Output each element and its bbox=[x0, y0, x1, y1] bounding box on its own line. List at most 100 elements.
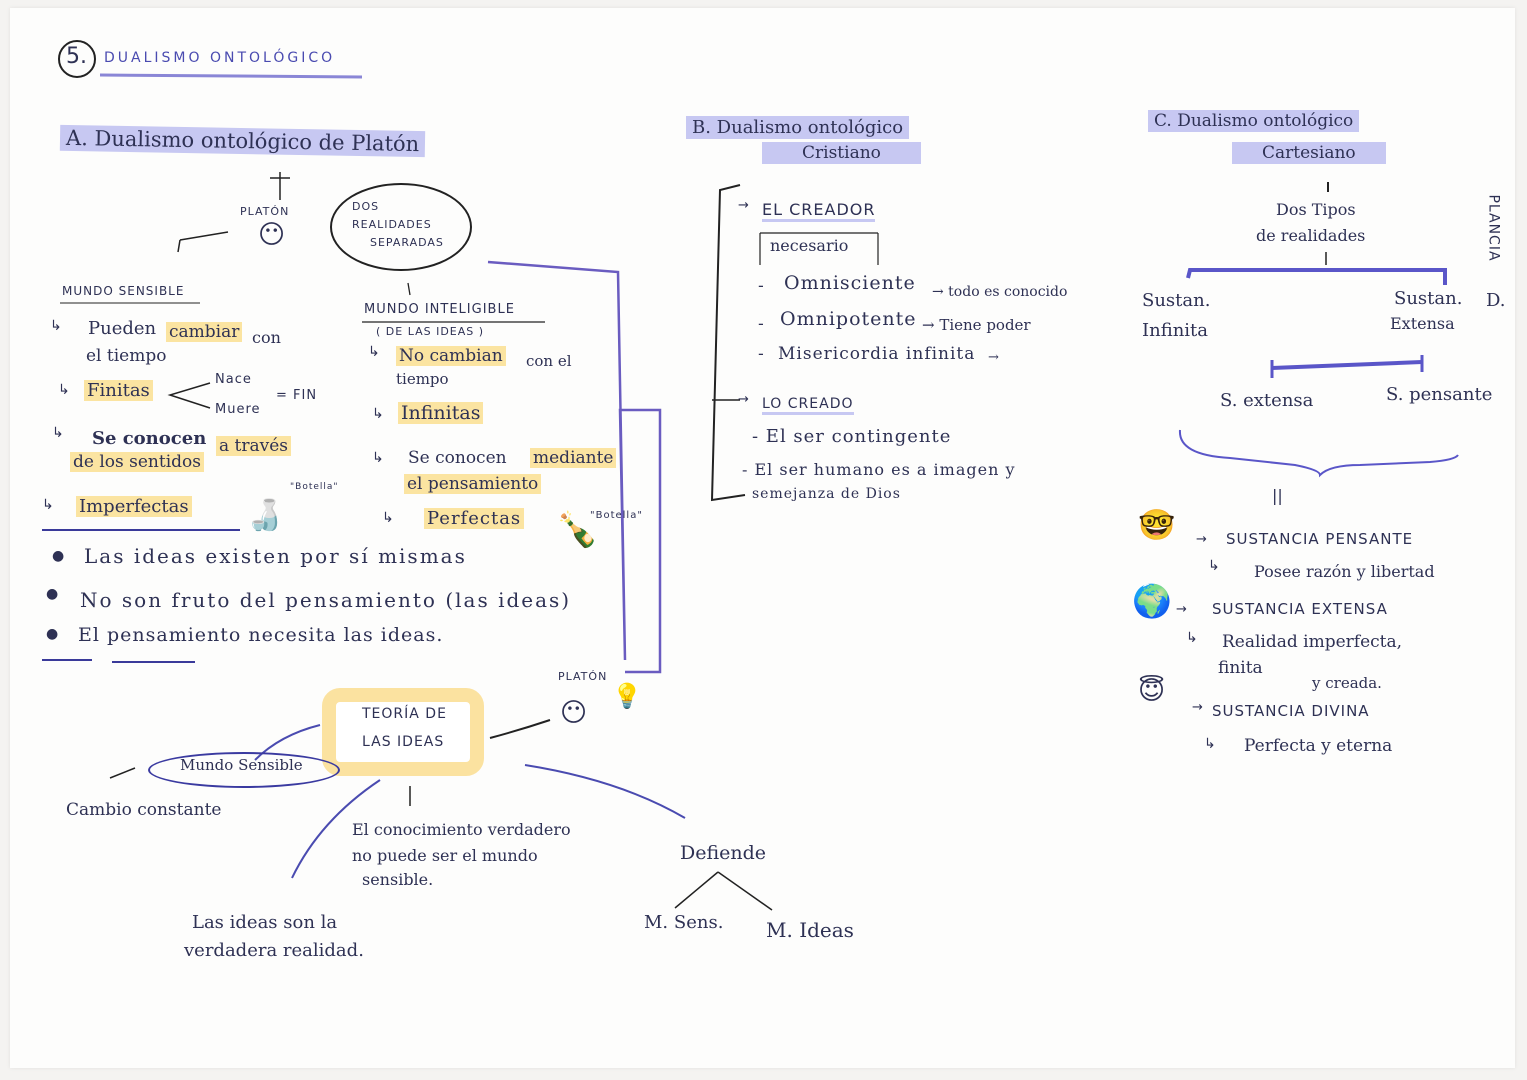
ms-item3-a: Se conocen bbox=[92, 428, 207, 449]
side-d: D. bbox=[1486, 290, 1506, 311]
divina-desc: Perfecta y eterna bbox=[1244, 736, 1393, 756]
bullet-1: Las ideas existen por sí mismas bbox=[84, 544, 467, 568]
teoria-line-1: TEORÍA DE bbox=[362, 706, 447, 722]
green-bottle-icon: 🍾 bbox=[556, 510, 599, 550]
equals-sign: || bbox=[1272, 486, 1283, 505]
ms-item1-a: Pueden bbox=[88, 318, 157, 339]
sustan-infinita-1: Sustan. bbox=[1142, 290, 1211, 311]
b-item-3-note: → bbox=[988, 350, 999, 365]
mi-item3-b: mediante bbox=[530, 448, 617, 468]
m-ideas: M. Ideas bbox=[766, 918, 854, 942]
arrow-left-sensible bbox=[179, 231, 229, 241]
ms-item1-b: cambiar bbox=[166, 322, 243, 342]
defiende: Defiende bbox=[680, 842, 767, 864]
bullet-2: No son fruto del pensamiento (las ideas) bbox=[80, 588, 572, 612]
mi-item3-a: Se conocen bbox=[408, 448, 507, 468]
m-sens: M. Sens. bbox=[644, 912, 724, 933]
ms-item2: Finitas bbox=[84, 380, 153, 401]
pensante-desc: Posee razón y libertad bbox=[1254, 562, 1435, 581]
teoria-burst bbox=[322, 688, 484, 776]
b-item-1-label: Omnisciente bbox=[784, 272, 916, 294]
b-item-1-note: → todo es conocido bbox=[932, 284, 1068, 300]
divina-title: SUSTANCIA DIVINA bbox=[1212, 702, 1370, 720]
creador: EL CREADOR bbox=[762, 200, 876, 222]
bottles-icon: 🍶 bbox=[246, 498, 284, 533]
section-b-bracket bbox=[710, 184, 746, 502]
mi-item4: Perfectas bbox=[424, 508, 525, 529]
ideas-realidad-line-2: verdadera realidad. bbox=[184, 940, 364, 961]
tree-c-top bbox=[1186, 268, 1447, 285]
conocimiento-line-1: El conocimiento verdadero bbox=[352, 820, 571, 839]
tree-c-bottom bbox=[1271, 360, 1423, 370]
curly-brace bbox=[1178, 429, 1459, 478]
title-underline bbox=[99, 73, 363, 79]
bubble-line-3: SEPARADAS bbox=[370, 236, 444, 249]
conocimiento-line-2: no puede ser el mundo bbox=[352, 846, 538, 865]
mi-bottle-label: "Botella" bbox=[590, 510, 643, 521]
s-extensa: S. extensa bbox=[1220, 390, 1314, 411]
mi-item3-c: el pensamiento bbox=[404, 474, 542, 494]
ms-bottle-label: "Botella" bbox=[290, 482, 339, 492]
platon-face-icon-2: 😶 bbox=[560, 698, 588, 728]
bubble-line-1: DOS bbox=[352, 200, 380, 213]
section-b-heading-2: Cristiano bbox=[762, 142, 921, 164]
b-creado-1: - El ser contingente bbox=[752, 426, 952, 447]
mi-item1-b: con el bbox=[526, 352, 572, 370]
mi-item1-c: tiempo bbox=[396, 370, 449, 388]
necesario: necesario bbox=[770, 236, 849, 255]
section-b-heading-1: B. Dualismo ontológico bbox=[686, 116, 910, 139]
mi-item1-a: No cambian bbox=[396, 346, 506, 366]
section-c-heading-1: C. Dualismo ontológico bbox=[1148, 110, 1360, 132]
creado: LO CREADO bbox=[762, 396, 854, 415]
conocimiento-line-3: sensible. bbox=[362, 870, 434, 889]
b-item-2-label: Omnipotente bbox=[780, 308, 917, 330]
extensa-title: SUSTANCIA EXTENSA bbox=[1212, 600, 1388, 618]
page-title: DUALISMO ONTOLÓGICO bbox=[104, 50, 336, 66]
ms-item3-c: de los sentidos bbox=[70, 452, 204, 472]
angel-halo-icon: 😇 bbox=[1138, 676, 1166, 706]
b-item-3-label: Misericordia infinita bbox=[778, 344, 976, 364]
extensa-desc-2: finita bbox=[1218, 658, 1263, 678]
b-creado-2: - El ser humano es a imagen y bbox=[742, 460, 1016, 479]
sustan-infinita-2: Infinita bbox=[1142, 320, 1209, 341]
finitas-brace bbox=[167, 382, 211, 409]
ms-muere: Muere bbox=[215, 402, 261, 417]
dos-tipos-1: Dos Tipos bbox=[1276, 200, 1356, 219]
notebook-sheet bbox=[10, 8, 1515, 1068]
purple-bracket bbox=[487, 260, 662, 674]
arrow-ideas-realidad bbox=[291, 779, 381, 879]
earth-icon: 🌍 bbox=[1132, 582, 1172, 620]
bullet-3: El pensamiento necesita las ideas. bbox=[78, 624, 444, 646]
thinking-face-icon: 🤓 bbox=[1138, 508, 1176, 543]
extensa-desc-3: y creada. bbox=[1312, 674, 1382, 692]
ideas-realidad-line-1: Las ideas son la bbox=[192, 912, 338, 933]
lightbulb-icon: 💡 bbox=[612, 682, 642, 710]
title-number: 5. bbox=[66, 44, 87, 69]
mundo-sensible-title: MUNDO SENSIBLE bbox=[62, 284, 185, 298]
side-text: PLANCIA bbox=[1485, 194, 1502, 262]
ms-item3-b: a través bbox=[216, 436, 292, 456]
mundo-sensible-oval-label: Mundo Sensible bbox=[180, 756, 303, 774]
platon-face-icon: 😶 bbox=[258, 220, 286, 250]
sustan-extensa-1: Sustan. bbox=[1394, 288, 1463, 309]
platon-label-2: PLATÓN bbox=[558, 670, 608, 683]
ms-item1-d: el tiempo bbox=[86, 346, 167, 366]
dos-tipos-2: de realidades bbox=[1256, 226, 1366, 245]
arrow-defiende bbox=[524, 764, 686, 819]
cambio-constante: Cambio constante bbox=[66, 800, 222, 820]
teoria-line-2: LAS IDEAS bbox=[362, 734, 445, 750]
mundo-sensible-oval bbox=[148, 752, 340, 788]
speech-bubble bbox=[330, 183, 472, 271]
arrow-inteligible bbox=[407, 282, 411, 296]
bubble-line-2: REALIDADES bbox=[352, 218, 432, 231]
ms-item1-c: con bbox=[252, 328, 281, 347]
teoria-arrow bbox=[489, 719, 551, 739]
pensante-title: SUSTANCIA PENSANTE bbox=[1226, 530, 1414, 548]
mi-item2: Infinitas bbox=[398, 402, 484, 424]
b-creado-3: semejanza de Dios bbox=[752, 486, 901, 502]
mundo-inteligible-title: MUNDO INTELIGIBLE bbox=[364, 302, 515, 317]
extensa-desc-1: Realidad imperfecta, bbox=[1222, 632, 1403, 652]
s-pensante: S. pensante bbox=[1386, 384, 1493, 405]
ms-nace: Nace bbox=[215, 372, 252, 387]
